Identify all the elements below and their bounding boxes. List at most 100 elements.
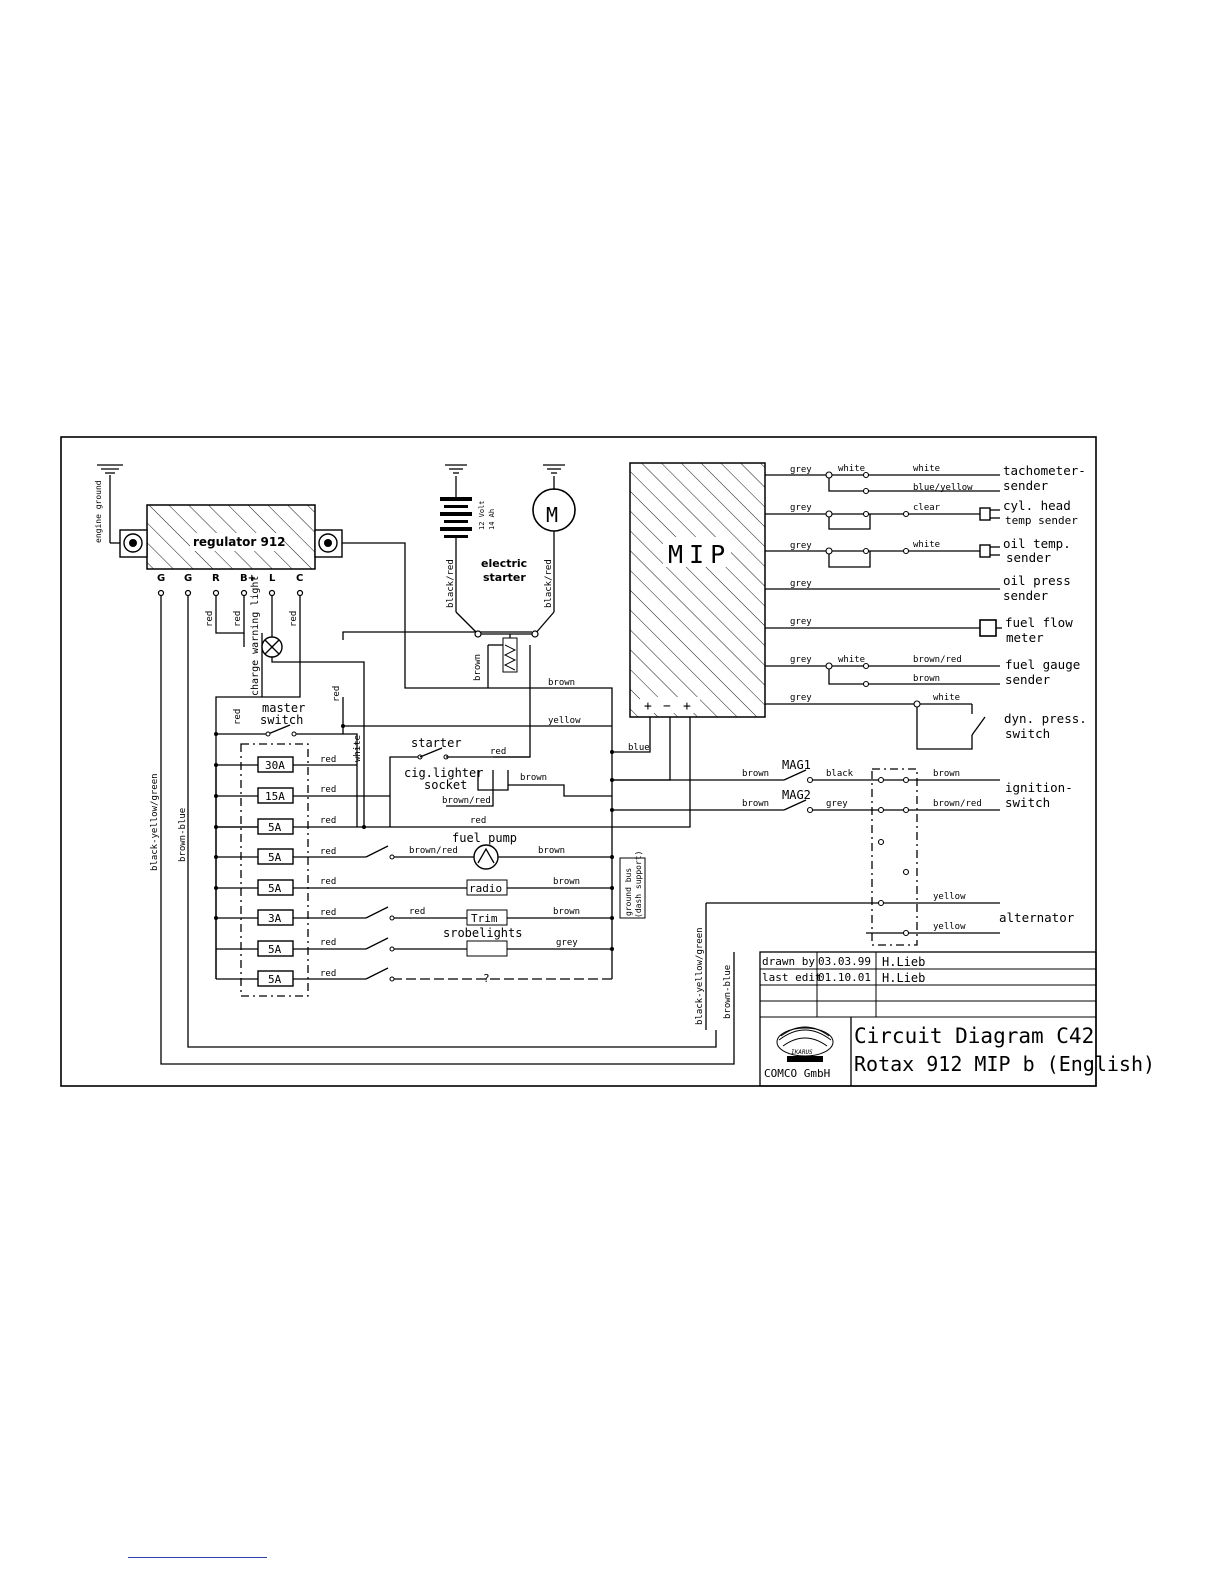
master-label-1: master [262, 701, 305, 715]
wire-label-red-f4: red [320, 847, 336, 857]
starter-switch-label: starter [411, 736, 462, 750]
wire-label-black-red-right: black/red [544, 559, 554, 608]
wire-label-red-f6: red [320, 908, 336, 918]
terminal-c: C [296, 573, 303, 584]
regulator-title: regulator 912 [193, 535, 286, 549]
fuse-5-label: 5A [268, 882, 282, 895]
mip-minus: − [663, 699, 671, 714]
wire-label-brown-red-ign: brown/red [933, 799, 982, 809]
sensor-labels: tachometer- sender cyl. head temp sender… [999, 463, 1087, 925]
wire-label-brown-trim: brown [553, 907, 580, 917]
terminal-g1: G [157, 573, 165, 584]
wire-label-red-trim: red [409, 907, 425, 917]
sensor-oilp-1: oil press [1003, 573, 1071, 588]
regulator-block: engine ground regulator 912 G G R B+ L C [94, 464, 343, 597]
wire-label-red-f2: red [320, 785, 336, 795]
mip-label: MIP [668, 540, 731, 569]
wire-label-red-f1: red [320, 755, 336, 765]
sender-plug-icons [979, 507, 1002, 637]
fuse-row-8: 5A [216, 967, 612, 987]
master-label-2: switch [260, 713, 303, 727]
mip-plus-1: + [644, 699, 652, 714]
terminal-r: R [212, 573, 220, 584]
sensor-tach-1: tachometer- [1003, 463, 1086, 478]
mip-plus-2: + [683, 699, 691, 714]
wire-label-grey-strobe: grey [556, 938, 578, 948]
wire-label-blue-yellow: blue/yellow [913, 483, 973, 493]
wire-label-red-cig: red [470, 816, 486, 826]
wire-label-brown-red-cig: brown/red [442, 796, 491, 806]
starter-label-2: starter [483, 571, 526, 584]
wire-label-red-f8: red [320, 969, 336, 979]
drawn-by-label: drawn by [762, 955, 815, 968]
mip-sensor-wiring [765, 474, 1000, 750]
radio-label: radio [469, 882, 502, 895]
wire-label-brown-red-gauge: brown/red [913, 655, 962, 665]
wire-label-black-yellow-green-right: black-yellow/green [695, 927, 705, 1025]
strobe-box [466, 940, 508, 957]
edit-date: 01.10.01 [818, 971, 871, 984]
wire-label-grey-oilp: grey [790, 579, 812, 589]
terminal-l: L [269, 573, 276, 584]
battery-volt: 12 Volt [478, 500, 486, 530]
sensor-gauge-1: fuel gauge [1005, 657, 1080, 672]
wire-label-white-oilt: white [913, 540, 940, 550]
fuse-3-label: 5A [268, 821, 282, 834]
wire-label-black-mag1: black [826, 769, 854, 779]
terminal-g2: G [184, 573, 192, 584]
wire-label-white-gauge: white [838, 655, 865, 665]
wire-label-brown-blue-left: brown-blue [178, 808, 188, 862]
mip-junctions [825, 471, 921, 708]
edit-name: H.Lieb [882, 971, 925, 985]
cig-label-1: cig.lighter [404, 766, 483, 780]
wire-label-white-tach: white [838, 464, 865, 474]
master-switch-icon [216, 724, 612, 737]
battery-icon [440, 464, 479, 635]
svg-text:IKARUS: IKARUS [791, 1049, 813, 1056]
fuse-row-4: 5A [216, 845, 612, 865]
wire-label-brown-mag1: brown [742, 769, 769, 779]
diagram-frame [60, 436, 1097, 1087]
wire-label-red-f5: red [320, 877, 336, 887]
wire-label-brown-solenoid: brown [473, 654, 483, 681]
ground-bus-box [619, 857, 646, 919]
sensor-ign-2: switch [1005, 795, 1050, 810]
wire-label-brown-top: brown [548, 678, 575, 688]
starter-motor-symbol: M [546, 503, 558, 527]
wire-label-red-lamp: red [332, 686, 342, 702]
mag2-label: MAG2 [782, 788, 811, 802]
regulator-mount-left [119, 529, 148, 558]
wire-label-yellow-alt1: yellow [933, 892, 966, 902]
mip-block: MIP + − + [629, 462, 766, 718]
sensor-oilt-1: oil temp. [1003, 536, 1071, 551]
starter-solenoid-icon [474, 630, 539, 688]
wire-label-grey-oilt: grey [790, 541, 812, 551]
wire-label-red-f3: red [320, 816, 336, 826]
fuel-pump-icon [473, 844, 499, 870]
fuse-8-label: 5A [268, 973, 282, 986]
wire-label-yellow-alt2: yellow [933, 922, 966, 932]
fuse-6-label: 3A [268, 912, 282, 925]
sensor-oilp-2: sender [1003, 588, 1049, 603]
wire-label-red-bplus: red [233, 611, 243, 627]
cig-lighter-socket-icon [446, 770, 612, 807]
engine-ground-icon [97, 464, 123, 544]
unknown-label: ? [483, 972, 490, 985]
title-line-2: Rotax 912 MIP b (English) [854, 1052, 1155, 1076]
fuse-1-label: 30A [265, 759, 285, 772]
last-edit-label: last edit [762, 971, 822, 984]
wire-label-red-r: red [205, 611, 215, 627]
wire-label-blue: blue [628, 743, 650, 753]
wire-label-yellow: yellow [548, 716, 581, 726]
wire-label-red-f7: red [320, 938, 336, 948]
sensor-cht-2: temp sender [1005, 514, 1078, 527]
starter-motor-icon [532, 464, 576, 635]
fuse-panel [240, 743, 309, 997]
sensor-cht-1: cyl. head [1003, 498, 1071, 513]
wire-label-red-c: red [289, 611, 299, 627]
sensor-dyn-2: switch [1005, 726, 1050, 741]
fuse-row-6: 3A [216, 906, 612, 926]
ground-bus-line2: (dash support) [634, 851, 643, 918]
wire-label-red-starter: red [490, 747, 506, 757]
wire-label-black-red-left: black/red [446, 559, 456, 608]
